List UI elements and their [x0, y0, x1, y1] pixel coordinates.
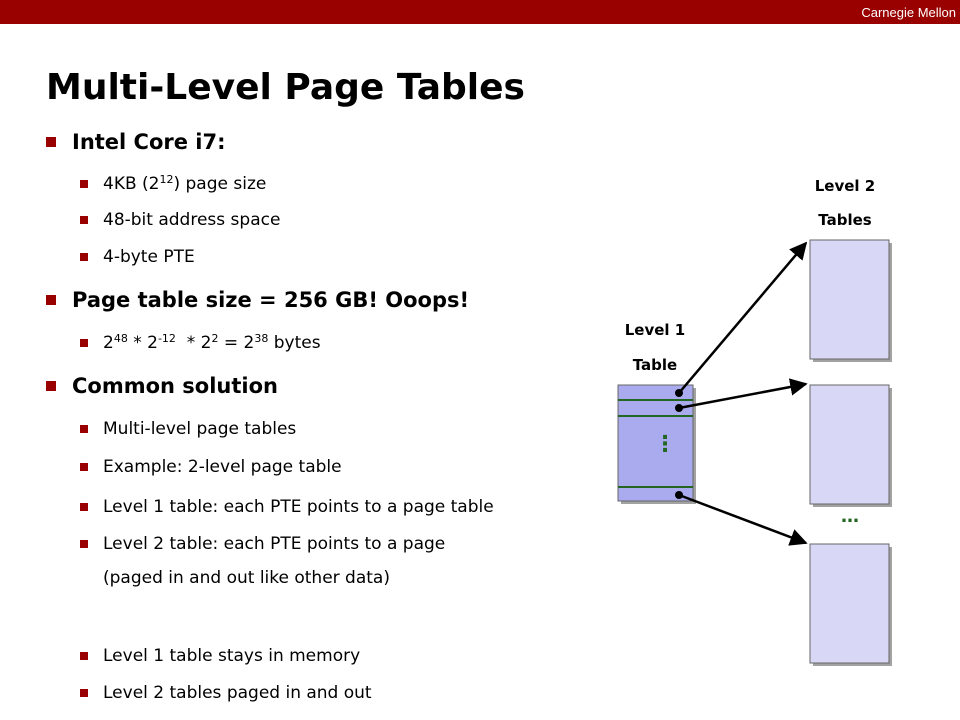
sub-bullet-icon [80, 180, 88, 188]
vertical-ellipsis-icon: ⋮ [654, 432, 676, 457]
bullet-square-icon [46, 137, 56, 147]
sub-bullet-icon [80, 503, 88, 511]
pointer-arrow [678, 378, 808, 410]
pointer-arrow [678, 241, 808, 394]
bullet-text: Common solution [72, 374, 278, 398]
sub-bullet-icon [80, 652, 88, 660]
sub-text: 48-bit address space [103, 210, 281, 230]
sub-text: 248 * 2-12 * 22 = 238 bytes [103, 332, 321, 353]
brand-label: Carnegie Mellon [861, 5, 956, 20]
sub-bullet-icon [80, 463, 88, 471]
bullet-square-icon [46, 295, 56, 305]
sub-text: 4KB (212) page size [103, 173, 267, 194]
level2-table-3 [809, 543, 892, 666]
level2-label-line1: Level 2 [814, 177, 876, 195]
sub-text: 4-byte PTE [103, 247, 195, 267]
sub-bullet-icon [80, 689, 88, 697]
sub-bullet-icon [80, 253, 88, 261]
sub-text: Level 2 table: each PTE points to a page [103, 534, 446, 554]
level2-table-2 [809, 384, 892, 507]
level1-table [617, 384, 696, 504]
pointer-arrow [678, 493, 808, 546]
sub-bullet-icon [80, 540, 88, 548]
sub-text: Level 1 table stays in memory [103, 646, 361, 666]
bullet-square-icon [46, 381, 56, 391]
sub-text: Example: 2-level page table [103, 457, 342, 477]
sub-bullet-icon [80, 216, 88, 224]
sub-text: (paged in and out like other data) [103, 568, 390, 588]
header-bar: Carnegie Mellon [0, 0, 960, 24]
sub-text: Multi-level page tables [103, 419, 297, 439]
sub-bullet-icon [80, 339, 88, 347]
level2-label-line2: Tables [818, 211, 872, 229]
level1-label-line1: Level 1 [624, 321, 686, 339]
bullet-text: Intel Core i7: [72, 130, 226, 154]
level2-table-1 [809, 239, 892, 362]
level1-label-line2: Table [632, 356, 678, 374]
slide-title: Multi-Level Page Tables [46, 67, 525, 108]
sub-bullet-icon [80, 425, 88, 433]
sub-text: Level 1 table: each PTE points to a page… [103, 497, 494, 517]
horizontal-ellipsis-icon: … [841, 506, 859, 527]
bullet-text: Page table size = 256 GB! Ooops! [72, 288, 470, 312]
sub-text: Level 2 tables paged in and out [103, 683, 372, 703]
